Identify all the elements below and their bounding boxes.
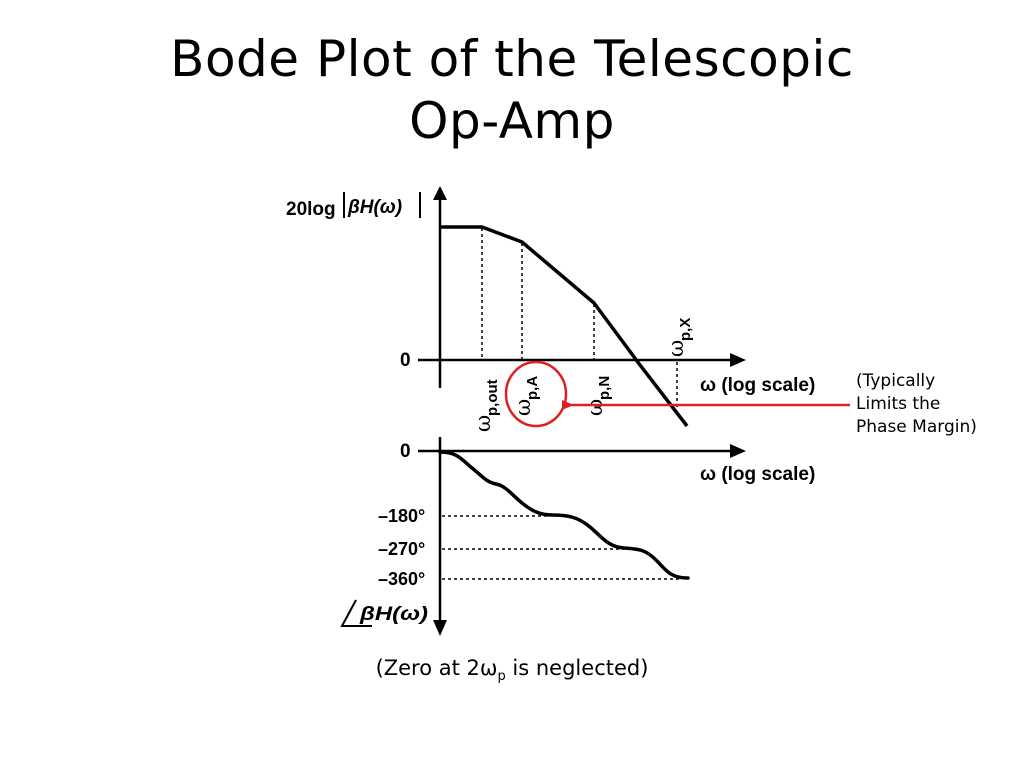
pole-label-a-sub: p,A [524,376,541,400]
footer-prefix: (Zero at 2ω [375,656,498,680]
pole-label-a: ω p,A [511,376,541,416]
pole-label-n: ω p,N [583,376,613,416]
pole-label-out-sym: ω [471,415,495,432]
slide-title-line1: Bode Plot of the Telescopic [170,30,854,88]
phase-curve [438,450,690,580]
footer-note: (Zero at 2ωp is neglected) [0,656,1024,684]
pole-label-a-sym: ω [511,399,535,416]
footer-suffix: is neglected) [505,656,649,680]
magnitude-zero-label: 0 [400,350,411,371]
slide-title-line2: Op-Amp [409,92,615,150]
magnitude-y-label-expr: βH(ω) [347,197,402,218]
highlight-circle [504,360,568,428]
phase-zero-label: 0 [400,441,411,462]
phase-x-axis-arrowhead [730,444,746,458]
pole-label-x-sym: ω [664,340,688,357]
note-line2: Limits the [856,394,941,414]
magnitude-x-axis-label: ω (log scale) [700,375,815,396]
phase-level-360: –360° [378,569,425,589]
phase-y-axis-arrowhead [433,620,447,636]
magnitude-x-axis-arrowhead [730,353,746,367]
phase-level-270: –270° [378,539,425,559]
footer-sub: p [497,669,506,685]
phase-margin-note: (Typically Limits the Phase Margin) [856,370,977,439]
pole-label-x: ω p,X [664,318,694,357]
phase-plot: 0 ω (log scale) –180° –270° –360° βH(ω) [340,437,815,636]
pole-label-n-sub: p,N [596,376,613,400]
phase-y-axis-label: βH(ω) [359,604,428,625]
angle-symbol-icon [340,599,372,627]
phase-x-axis-label: ω (log scale) [700,464,815,485]
pole-label-out-sub: p,out [484,379,501,416]
pole-label-n-sym: ω [583,399,607,416]
pole-label-x-sub: p,X [677,318,694,341]
note-line3: Phase Margin) [856,417,977,437]
slide-title: Bode Plot of the Telescopic Op-Amp [0,28,1024,152]
magnitude-y-label-prefix: 20log [286,199,336,220]
magnitude-plot: 20log βH(ω) 0 ω (log scale) ω p,out ω p,… [286,186,850,432]
magnitude-curve [440,225,689,428]
pole-label-out: ω p,out [471,379,501,432]
note-line1: (Typically [856,371,936,391]
phase-level-180: –180° [378,506,425,526]
magnitude-y-axis-arrowhead [433,186,447,200]
